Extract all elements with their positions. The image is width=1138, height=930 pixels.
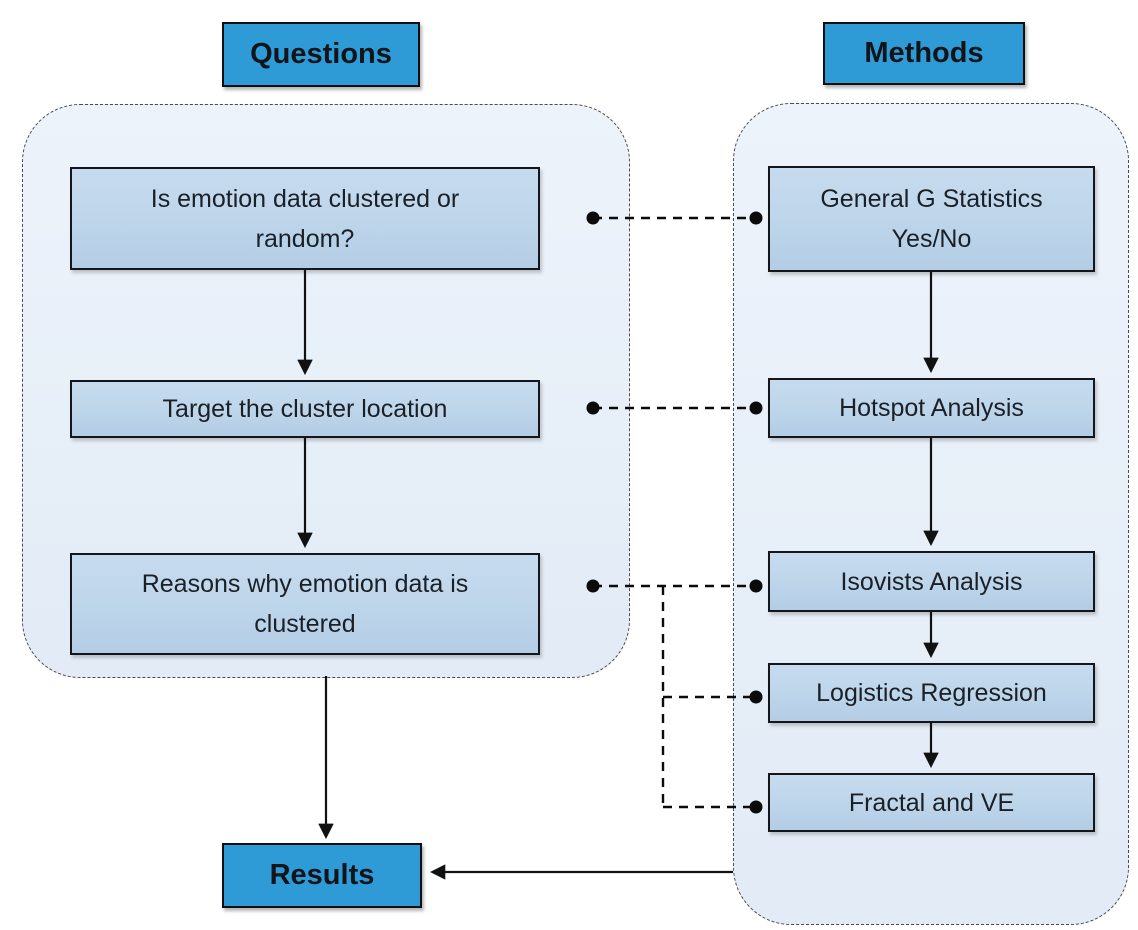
questions-header: Questions <box>222 22 420 87</box>
results-node: Results <box>222 843 422 908</box>
question-node-reasons-clustered: Reasons why emotion data is clustered <box>70 553 540 655</box>
method-node-logistics-regression: Logistics Regression <box>768 663 1095 723</box>
question-node-target-cluster-location: Target the cluster location <box>70 380 540 438</box>
question-node-clustered-or-random: Is emotion data clustered or random? <box>70 167 540 270</box>
method-node-general-g-statistics: General G Statistics Yes/No <box>768 166 1095 272</box>
method-node-hotspot-analysis: Hotspot Analysis <box>768 378 1095 438</box>
method-node-isovists-analysis: Isovists Analysis <box>768 551 1095 612</box>
methods-header: Methods <box>823 22 1025 85</box>
method-node-fractal-and-ve: Fractal and VE <box>768 773 1095 832</box>
